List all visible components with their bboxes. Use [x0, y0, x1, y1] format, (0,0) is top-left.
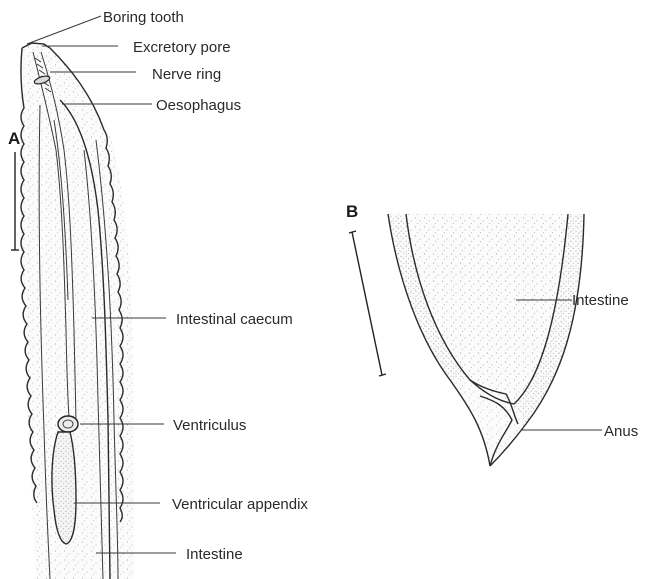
- label-boring-tooth: Boring tooth: [103, 9, 184, 26]
- label-intestinal-caecum: Intestinal caecum: [176, 311, 293, 328]
- label-ventriculus: Ventriculus: [173, 417, 246, 434]
- ventriculus: [58, 416, 78, 432]
- label-oesophagus: Oesophagus: [156, 97, 241, 114]
- label-ventricular-appendix: Ventricular appendix: [172, 496, 308, 513]
- label-intestine-b: Intestine: [572, 292, 629, 309]
- label-nerve-ring: Nerve ring: [152, 66, 221, 83]
- label-intestine-a: Intestine: [186, 546, 243, 563]
- label-anus: Anus: [604, 423, 638, 440]
- panel-b-drawing: [349, 214, 584, 466]
- panel-letter-b: B: [346, 202, 358, 221]
- label-excretory-pore: Excretory pore: [133, 39, 231, 56]
- scale-bar-b: [352, 232, 382, 375]
- panel-letter-a: A: [8, 129, 20, 148]
- panel-a-drawing: [11, 43, 134, 579]
